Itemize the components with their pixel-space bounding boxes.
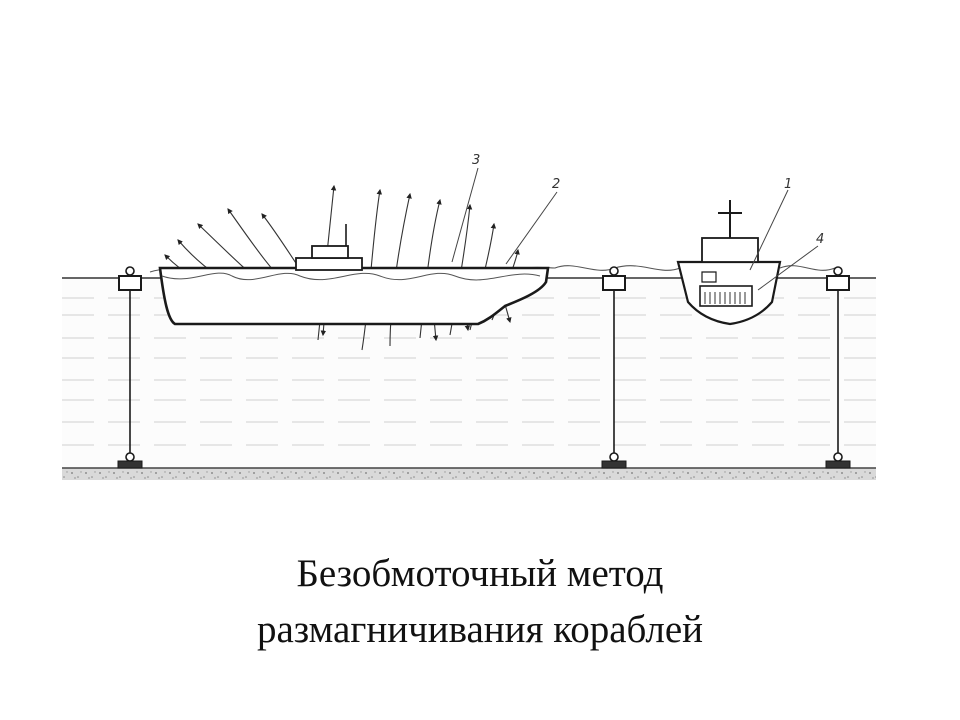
callout-3: 3: [472, 153, 480, 168]
callout-2: 2: [552, 177, 560, 192]
buoy-right: [825, 266, 851, 469]
generator-unit: [699, 285, 753, 307]
callout-1: 1: [784, 177, 792, 192]
degaussing-vessel: [676, 200, 782, 326]
buoy-left: [117, 266, 143, 469]
submarine-ship: [158, 224, 550, 326]
buoy-middle: [601, 266, 627, 469]
callout-leaders: [451, 167, 819, 291]
caption-line-1: Безобмоточный метод: [296, 552, 664, 595]
seabed: [62, 467, 876, 480]
caption-line-2: размагничивания кораблей: [256, 608, 704, 651]
callout-4: 4: [816, 232, 824, 247]
slide-caption: Безобмоточный метод размагничивания кора…: [0, 546, 960, 658]
